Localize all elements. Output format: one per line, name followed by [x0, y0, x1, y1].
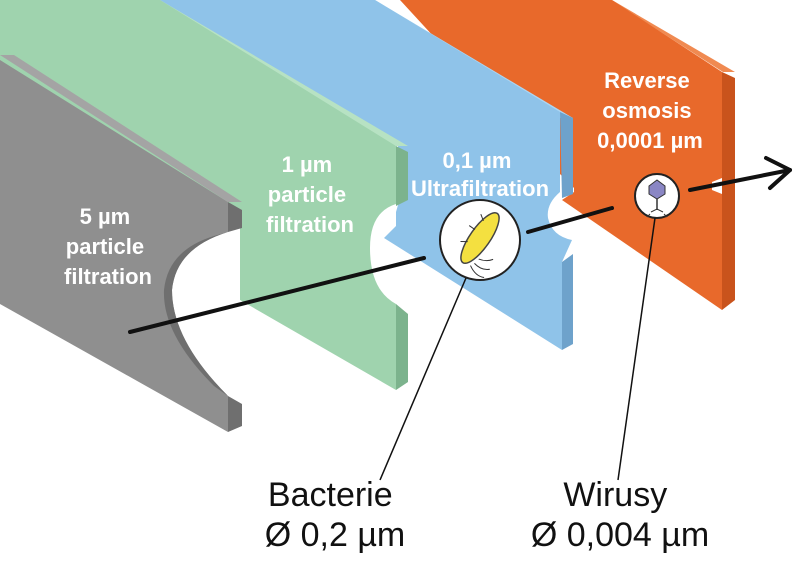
- plate-side-face: [396, 304, 408, 390]
- plate-label-line: 0,0001 µm: [597, 128, 703, 153]
- plate-label-reverse-osmosis: Reverse osmosis 0,0001 µm: [597, 68, 703, 153]
- virus-name: Wirusy: [563, 476, 667, 514]
- virus-size: Ø 0,004 µm: [531, 516, 709, 554]
- plate-label-line: osmosis: [602, 98, 691, 123]
- plate-side-face: [562, 254, 573, 350]
- plate-side-face: [560, 112, 573, 198]
- plate-label-line: 5 µm: [80, 204, 131, 229]
- bacteria-label: Bacterie Ø 0,2 µm: [265, 476, 406, 554]
- plate-side-face: [396, 146, 408, 206]
- plate-label-line: Ultrafiltration: [411, 176, 549, 201]
- plate-label-line: filtration: [64, 264, 152, 289]
- bacterium-bubble: [440, 200, 520, 280]
- virus-label: Wirusy Ø 0,004 µm: [531, 476, 709, 554]
- plate-label-line: Reverse: [604, 68, 690, 93]
- bacteria-name: Bacterie: [268, 476, 393, 514]
- plate-label-line: 0,1 µm: [442, 148, 511, 173]
- virus-pointer-line: [618, 218, 655, 480]
- plate-label-line: particle: [268, 182, 346, 207]
- plate-side-face: [228, 396, 242, 432]
- plate-label-line: particle: [66, 234, 144, 259]
- virus-bubble: [635, 174, 679, 218]
- plate-side-face: [722, 72, 735, 310]
- plate-label-line: filtration: [266, 212, 354, 237]
- bacteria-size: Ø 0,2 µm: [265, 516, 406, 554]
- plate-label-line: 1 µm: [282, 152, 333, 177]
